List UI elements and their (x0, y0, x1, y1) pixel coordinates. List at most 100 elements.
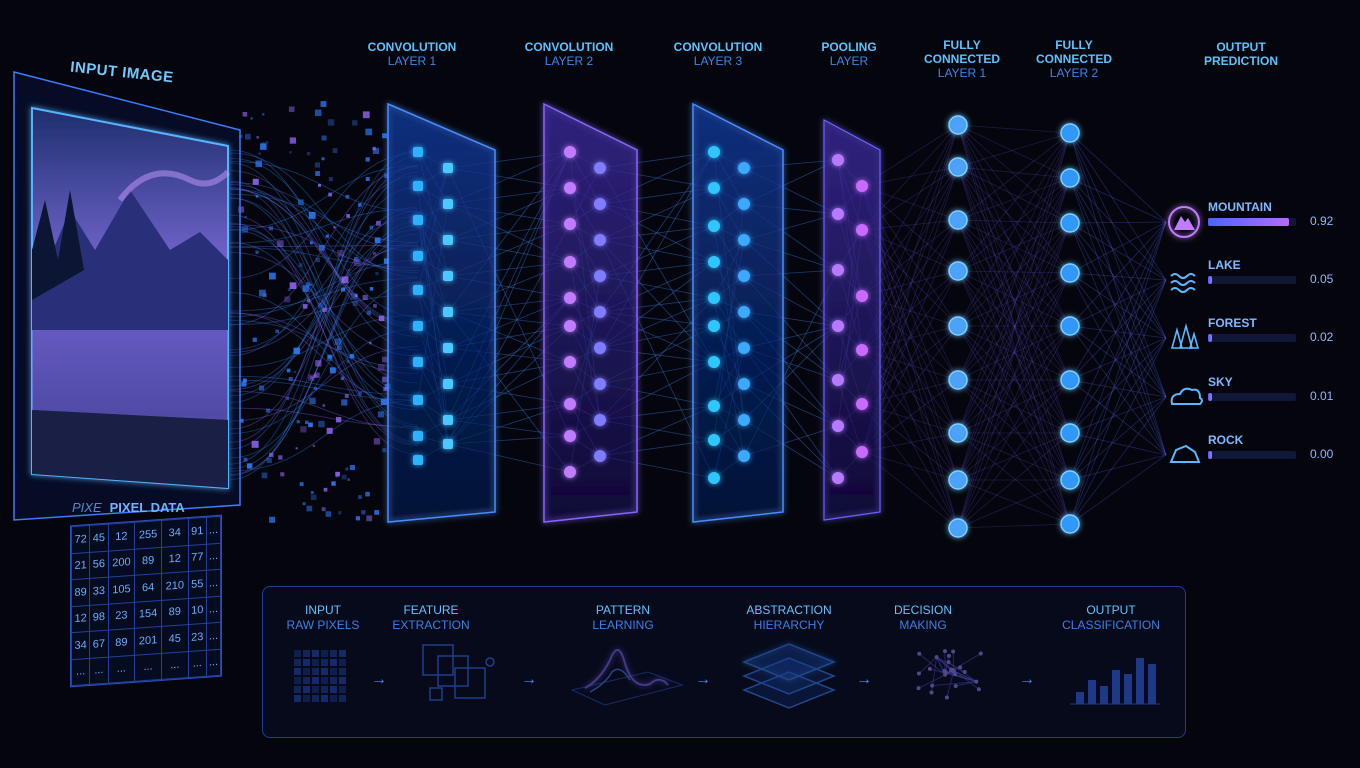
network-node (594, 234, 606, 246)
network-node (832, 472, 844, 484)
prediction-bar (1208, 334, 1296, 342)
pixel-particle (326, 511, 332, 517)
pixel-particle (259, 385, 264, 390)
pixel-particle (373, 252, 376, 255)
network-node (856, 446, 868, 458)
network-node (443, 163, 453, 173)
label-conv-3: CONVOLUTIONLAYER 3 (653, 40, 783, 68)
pixel-particle (256, 195, 258, 197)
prediction-bar (1208, 276, 1296, 284)
connection-line (1070, 222, 1166, 524)
step-subtitle: EXTRACTION (371, 618, 491, 633)
connection-line (1070, 380, 1166, 397)
prediction-bar (1208, 393, 1296, 401)
pixel-particle (290, 137, 296, 143)
pixel-particle (295, 251, 297, 253)
pixel-particle (323, 404, 326, 407)
pixel-particle (346, 195, 350, 199)
pixel-particle (358, 392, 362, 396)
network-node (949, 371, 967, 389)
network-node (708, 256, 720, 268)
pixel-cell: 200 (108, 549, 135, 577)
pixel-particle (373, 304, 377, 308)
pixel-particle (318, 421, 324, 427)
pixel-prefix: PIXE (72, 500, 102, 515)
step-input: INPUTRAW PIXELS (263, 603, 383, 633)
network-node (738, 378, 750, 390)
network-node (413, 181, 423, 191)
pixel-particle (309, 212, 316, 219)
network-node (832, 154, 844, 166)
pixel-particle (322, 136, 327, 141)
pixel-particle (341, 287, 345, 291)
pixel-particle (366, 157, 370, 161)
pixel-particle (269, 517, 275, 523)
network-node (564, 356, 576, 368)
connection-line (958, 133, 1070, 528)
pixel-particle (347, 360, 350, 363)
pixel-data-title: PIXEPIXEL DATA (72, 500, 185, 515)
step-arrow-icon: → (695, 671, 711, 689)
pixel-particle (328, 119, 334, 125)
pixel-particle (366, 177, 370, 181)
step-subtitle: CLASSIFICATION (1051, 618, 1171, 633)
connection-line (1070, 178, 1166, 222)
pixel-particle (241, 381, 246, 386)
prediction-value: 0.01 (1310, 389, 1333, 403)
pixel-cell: 33 (90, 577, 108, 605)
pixel-particle (331, 481, 335, 485)
pixel-particle (296, 447, 298, 449)
connection-line (1070, 133, 1166, 222)
pixel-particle (284, 297, 290, 303)
prediction-sky: SKY0.01 (1170, 377, 1355, 417)
pixel-particle (328, 193, 332, 197)
pixel-particle (322, 507, 326, 511)
label-output: OUTPUTPREDICTION (1176, 40, 1306, 68)
connection-line (1070, 222, 1166, 480)
network-node (738, 234, 750, 246)
step-abstraction: ABSTRACTIONHIERARCHY (729, 603, 849, 633)
pixel-particle (367, 311, 371, 315)
pixel-particle (352, 120, 357, 125)
network-node (949, 424, 967, 442)
network-node (856, 344, 868, 356)
pixel-particle (288, 288, 291, 291)
pixel-particle (333, 148, 338, 153)
pixel-cell: ... (206, 649, 220, 676)
pixel-particle (269, 273, 276, 280)
pixel-particle (382, 448, 386, 452)
pixel-particle (294, 371, 296, 373)
pixel-particle (341, 399, 347, 405)
network-node (564, 218, 576, 230)
pixel-particle (350, 465, 355, 470)
network-node (738, 306, 750, 318)
conv-layer-1-plane (388, 104, 495, 522)
pixel-data-table: 7245122553491...2156200891277...89331056… (70, 515, 222, 688)
pixel-particle (346, 214, 350, 218)
pixel-particle (369, 342, 371, 344)
network-node (1061, 371, 1079, 389)
pixel-particle (375, 272, 378, 275)
network-node (708, 400, 720, 412)
pixel-cell: 89 (72, 578, 90, 606)
prediction-label: FOREST (1208, 316, 1257, 330)
step-title: PATTERN (563, 603, 683, 618)
pixel-particle (342, 475, 347, 480)
pixel-particle (300, 426, 306, 432)
network-node (708, 292, 720, 304)
pixel-particle (375, 237, 381, 243)
network-node (708, 356, 720, 368)
connection-line (958, 125, 1070, 133)
pixel-particle (251, 117, 253, 119)
pixel-cell: 89 (135, 547, 162, 575)
network-node (594, 414, 606, 426)
pixel-particle (269, 453, 273, 457)
pixel-cell: 55 (188, 570, 206, 598)
pixel-particle (287, 369, 291, 373)
prediction-bar-fill (1208, 393, 1212, 401)
pixel-particle (338, 511, 341, 514)
pixel-particle (243, 112, 248, 117)
connection-line (958, 524, 1070, 528)
prediction-bar (1208, 218, 1296, 226)
pixel-cell: ... (206, 569, 220, 596)
